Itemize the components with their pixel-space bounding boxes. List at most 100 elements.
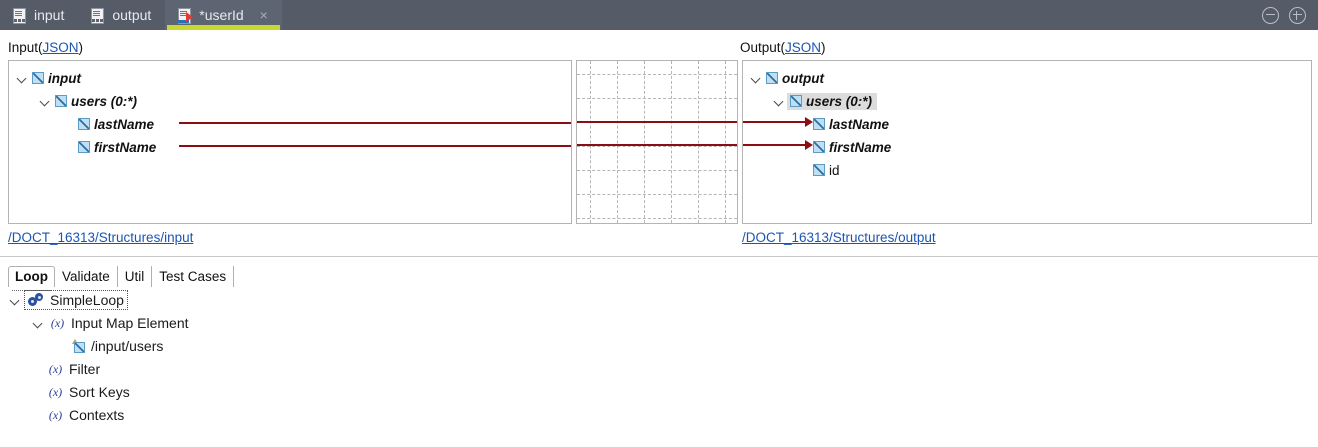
output-path-link[interactable]: /DOCT_16313/Structures/output [742,230,936,245]
input-tree-row-lastname[interactable]: lastName [63,115,154,133]
bottom-tab-bar: Loop Validate Util Test Cases [8,266,235,291]
tab-userid[interactable]: *userId × [165,0,282,30]
xsd-element-icon [790,95,802,107]
tab-loop[interactable]: Loop [8,266,55,291]
xsd-element-icon [766,72,778,84]
input-tree-row-users[interactable]: users (0:*) [40,92,137,110]
loop-tree-label: /input/users [91,338,164,354]
mapping-line-lastname[interactable] [577,121,737,123]
chevron-down-icon[interactable] [33,318,44,329]
xsd-element-icon [78,141,90,153]
input-path-link[interactable]: /DOCT_16313/Structures/input [8,230,194,245]
paren-close: ) [78,40,84,55]
chevron-down-icon[interactable] [774,96,785,107]
tab-input[interactable]: input [0,0,78,30]
paren-close: ) [821,40,826,55]
input-tree-row-input[interactable]: input [17,69,81,87]
tab-bar-spacer [282,0,1262,30]
input-tree-panel[interactable]: input users (0:*) lastName firstName [8,60,572,224]
loop-tree-row-filter[interactable]: (x) Filter [47,359,100,379]
xsd-element-icon [813,141,825,153]
tab-input-label: input [34,7,65,23]
paren-open: ( [780,40,786,55]
tab-userid-label: *userId [199,7,244,23]
loop-tree-row-input-users[interactable]: /input/users [72,336,163,356]
tab-util-label: Util [124,269,145,284]
chevron-down-icon[interactable] [751,73,762,84]
output-format-link[interactable]: JSON [785,40,822,55]
output-tree-row-firstname[interactable]: firstName [813,138,891,156]
loop-tree-label: Filter [69,361,101,377]
focus-underline [12,290,51,291]
mapping-arrow-firstname [805,140,813,150]
fx-icon: (x) [48,408,63,422]
xsd-element-icon [55,95,67,107]
maximize-button[interactable] [1289,6,1306,24]
gears-icon [28,293,45,307]
output-tree-row-users[interactable]: users (0:*) [774,92,878,110]
close-icon[interactable]: × [259,7,268,23]
loop-tree-row-simpleloop[interactable]: SimpleLoop [10,290,128,310]
loop-tree-label: Sort Keys [69,384,130,400]
mapping-line-firstname[interactable] [179,145,571,147]
output-tree-row-output[interactable]: output [751,69,824,87]
loop-tree-row-input-map-element[interactable]: (x) Input Map Element [33,313,189,333]
mapping-grid-panel[interactable] [576,60,738,224]
xsd-element-icon [813,118,825,130]
paren-open: ( [38,40,43,55]
tab-output[interactable]: output [78,0,165,30]
tab-util[interactable]: Util [118,266,153,287]
output-tree-panel[interactable]: output users (0:*) lastName firstName id [742,60,1312,224]
mapping-line-lastname[interactable] [743,121,807,123]
chevron-down-icon[interactable] [10,295,21,306]
mapping-arrow-lastname [805,117,813,127]
input-tree-label: input [48,70,81,86]
input-tree-label: firstName [94,139,157,155]
input-path-link-wrap: /DOCT_16313/Structures/input [8,230,193,245]
tab-test-cases-label: Test Cases [159,269,227,284]
tab-validate-label: Validate [62,269,110,284]
fx-icon: (x) [48,362,63,376]
output-tree-selection: users (0:*) [787,92,878,110]
loop-tree-label: Contexts [69,407,125,423]
chevron-down-icon[interactable] [17,73,28,84]
output-tree-label: output [782,70,824,86]
tab-validate[interactable]: Validate [55,266,118,287]
output-panel-title: Output(JSON) [740,40,826,55]
tab-loop-label: Loop [15,269,48,284]
mapping-run-icon [177,7,194,24]
mapping-line-firstname[interactable] [577,144,737,146]
input-tree-row-firstname[interactable]: firstName [63,138,156,156]
output-tree-label: lastName [829,116,890,132]
minimize-button[interactable] [1262,6,1279,24]
xsd-element-icon [78,118,90,130]
tab-test-cases[interactable]: Test Cases [152,266,235,287]
xsd-element-icon [32,72,44,84]
output-title-text: Output [740,40,781,55]
xsd-element-icon [813,164,825,176]
editor-tab-bar: input output *userId × [0,0,1318,30]
loop-tree-row-sort-keys[interactable]: (x) Sort Keys [47,382,130,402]
loop-tree-row-contexts[interactable]: (x) Contexts [47,405,124,425]
input-tree-label: lastName [94,116,155,132]
output-tree-row-id[interactable]: id [813,161,840,179]
window-controls [1262,0,1318,30]
output-tree-label: users (0:*) [806,93,873,109]
input-title-text: Input [8,40,39,55]
tab-output-label: output [112,7,152,23]
chevron-down-icon[interactable] [40,96,51,107]
fx-icon: (x) [48,385,63,399]
document-icon [12,7,27,24]
mapping-line-firstname[interactable] [743,144,807,146]
output-tree-label: firstName [829,139,892,155]
twisty-placeholder [63,142,74,153]
mapping-line-lastname[interactable] [179,122,571,124]
input-panel-title: Input(JSON) [8,40,83,55]
output-tree-row-lastname[interactable]: lastName [813,115,889,133]
loop-tree-label: SimpleLoop [50,292,124,308]
input-format-link[interactable]: JSON [42,40,79,55]
twisty-placeholder [63,119,74,130]
section-divider [0,256,1318,257]
focus-outline: SimpleLoop [24,290,128,310]
output-tree-label: id [829,162,840,178]
